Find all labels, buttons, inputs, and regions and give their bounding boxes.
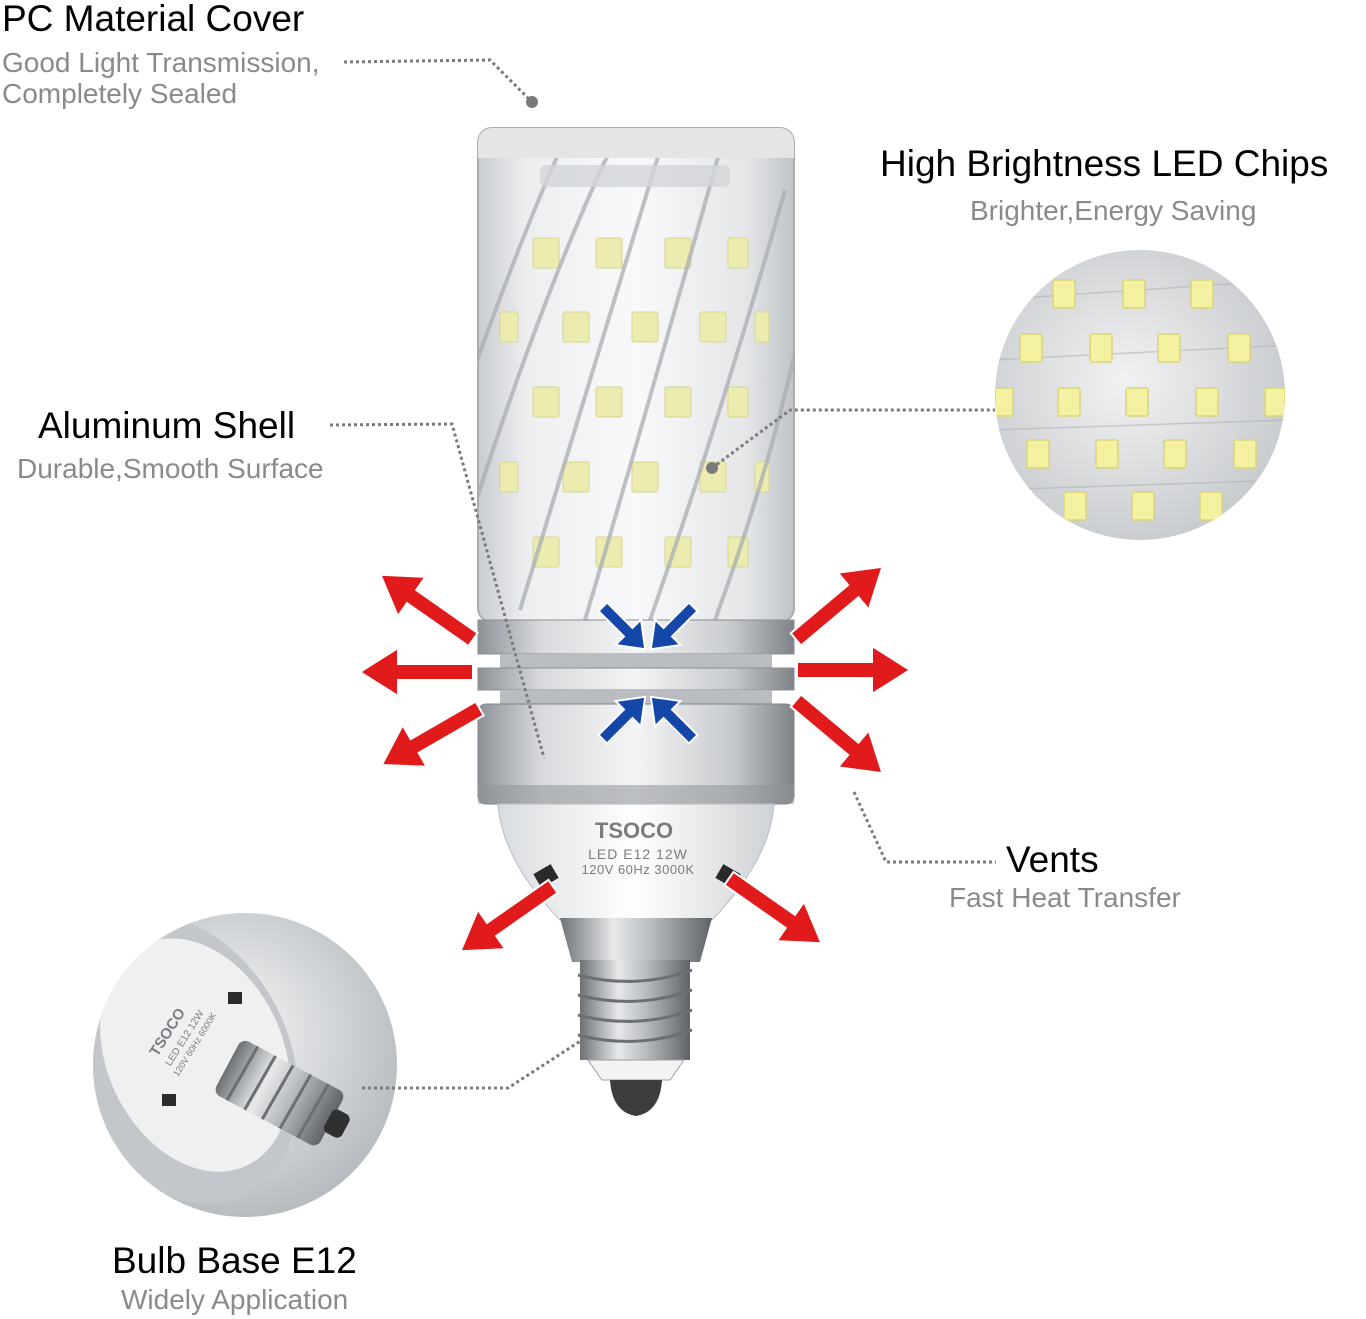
bulb-base-subtitle: Widely Application [121, 1284, 349, 1315]
heat-arrow-right-middle [796, 644, 912, 696]
leader-vents [852, 791, 996, 864]
airflow-arrow-1 [597, 601, 647, 651]
heat-arrows [358, 565, 912, 953]
aluminum-shell [477, 619, 795, 805]
vents-subtitle: Fast Heat Transfer [949, 882, 1181, 913]
leader-aluminum-shell [329, 422, 546, 759]
bulb-base-inset: TSOCO LED E12 12W 120V 60Hz 6000K [93, 913, 397, 1217]
bulb-spec-print-1: LED E12 12W [588, 846, 688, 862]
leader-led-chips [711, 408, 995, 470]
airflow-arrow-3 [597, 695, 647, 745]
leader-lines [329, 58, 996, 1090]
heat-arrow-left-middle [358, 646, 474, 698]
airflow-arrow-4 [649, 695, 699, 745]
aluminum-shell-title: Aluminum Shell [38, 405, 296, 446]
airflow-arrow-2 [649, 601, 699, 651]
bulb-brand-print: TSOCO [595, 818, 673, 843]
bulb-spec-print-2: 120V 60Hz 3000K [581, 862, 694, 877]
bulb-neck: TSOCO LED E12 12W 120V 60Hz 3000K [497, 803, 775, 921]
heat-arrow-left-lower [380, 700, 485, 768]
screw-base [560, 918, 712, 1116]
heat-arrow-right-lower [789, 693, 884, 775]
pc-cover-subtitle-line1: Good Light Transmission, [2, 47, 320, 78]
heat-arrow-left-upper [378, 573, 480, 648]
bulb-base-title: Bulb Base E12 [112, 1240, 357, 1281]
led-chips-closeup [995, 250, 1285, 540]
pc-cover-title: PC Material Cover [2, 0, 305, 39]
leader-dots [526, 96, 718, 474]
heat-arrow-base-right [722, 870, 824, 945]
leader-bulb-base [362, 1038, 583, 1090]
led-chips-subtitle: Brighter,Energy Saving [970, 195, 1257, 226]
heat-arrow-right-upper [789, 565, 884, 647]
pc-cover [477, 127, 795, 623]
pc-cover-subtitle-line2: Completely Sealed [2, 78, 238, 109]
heat-arrow-base-left [458, 878, 560, 953]
aluminum-shell-subtitle: Durable,Smooth Surface [17, 453, 324, 484]
vents-title: Vents [1006, 839, 1099, 880]
airflow-arrows [597, 601, 699, 745]
led-chips-title: High Brightness LED Chips [880, 143, 1329, 184]
leader-pc-cover [343, 58, 532, 102]
